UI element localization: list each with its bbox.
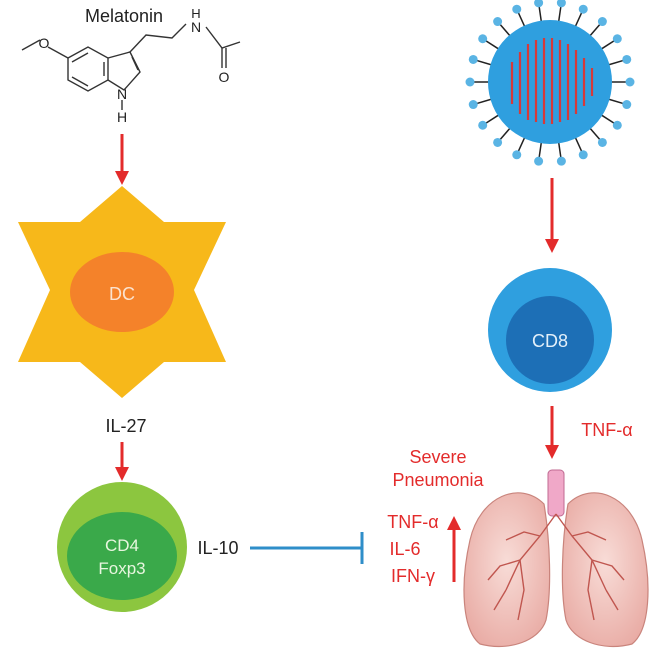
il10-label: IL-10 bbox=[197, 538, 238, 558]
ring-nitrogen-atom: N bbox=[117, 86, 127, 102]
arrow-il27-to-cd4-head bbox=[115, 467, 129, 481]
coronavirus-icon bbox=[465, 0, 635, 166]
cd4-label: CD4 bbox=[105, 536, 139, 555]
severe-label: Severe bbox=[409, 447, 466, 467]
cd4-cell-nucleus bbox=[67, 512, 177, 600]
tnf-alpha-cd8-label: TNF-α bbox=[581, 420, 632, 440]
virus-spike-tip bbox=[465, 77, 475, 87]
amide-hydrogen-atom: H bbox=[191, 6, 200, 21]
foxp3-label: Foxp3 bbox=[98, 559, 145, 578]
virus-spike-tip bbox=[556, 0, 566, 8]
cytokine-tnf-alpha: TNF-α bbox=[387, 512, 438, 532]
virus-spike-tip bbox=[478, 34, 488, 44]
dc-nucleus bbox=[70, 252, 174, 332]
virus-spike-tip bbox=[556, 156, 566, 166]
ring-hydrogen-atom: H bbox=[117, 109, 127, 125]
melatonin-label: Melatonin bbox=[85, 6, 163, 26]
virus-spike-tip bbox=[612, 34, 622, 44]
arrow-cd8-to-lungs-head bbox=[545, 445, 559, 459]
cytokine-il6: IL-6 bbox=[389, 539, 420, 559]
il27-label: IL-27 bbox=[105, 416, 146, 436]
virus-spike-tip bbox=[512, 4, 522, 14]
cd8-label: CD8 bbox=[532, 331, 568, 351]
virus-spike-tip bbox=[512, 150, 522, 160]
lungs-icon bbox=[463, 469, 649, 648]
virus-spike-tip bbox=[622, 54, 632, 64]
pneumonia-label: Pneumonia bbox=[392, 470, 484, 490]
virus-spike-tip bbox=[612, 120, 622, 130]
virus-spike-tip bbox=[622, 100, 632, 110]
methoxy-oxygen-atom: O bbox=[39, 35, 50, 51]
virus-spike-tip bbox=[597, 17, 607, 27]
cytokine-ifn-gamma: IFN-γ bbox=[391, 566, 435, 586]
carbonyl-oxygen-atom: O bbox=[219, 69, 230, 85]
virus-spike-tip bbox=[493, 137, 503, 147]
virus-spike-tip bbox=[534, 156, 544, 166]
virus-spike-tip bbox=[534, 0, 544, 8]
melatonin-structure-icon bbox=[21, 23, 241, 110]
amide-nitrogen-atom: N bbox=[191, 19, 201, 35]
virus-spike-tip bbox=[468, 54, 478, 64]
virus-spike-tip bbox=[493, 17, 503, 27]
virus-spike-tip bbox=[578, 150, 588, 160]
cytokine-increase-arrow-head bbox=[447, 516, 461, 530]
virus-spike-tip bbox=[468, 100, 478, 110]
cd8-cell-nucleus bbox=[506, 296, 594, 384]
virus-spike-tip bbox=[625, 77, 635, 87]
virus-spike-tip bbox=[597, 137, 607, 147]
arrow-melatonin-to-dc-head bbox=[115, 171, 129, 185]
dc-label: DC bbox=[109, 284, 135, 304]
virus-spike-tip bbox=[478, 120, 488, 130]
arrow-virus-to-cd8-head bbox=[545, 239, 559, 253]
virus-spike-tip bbox=[578, 4, 588, 14]
